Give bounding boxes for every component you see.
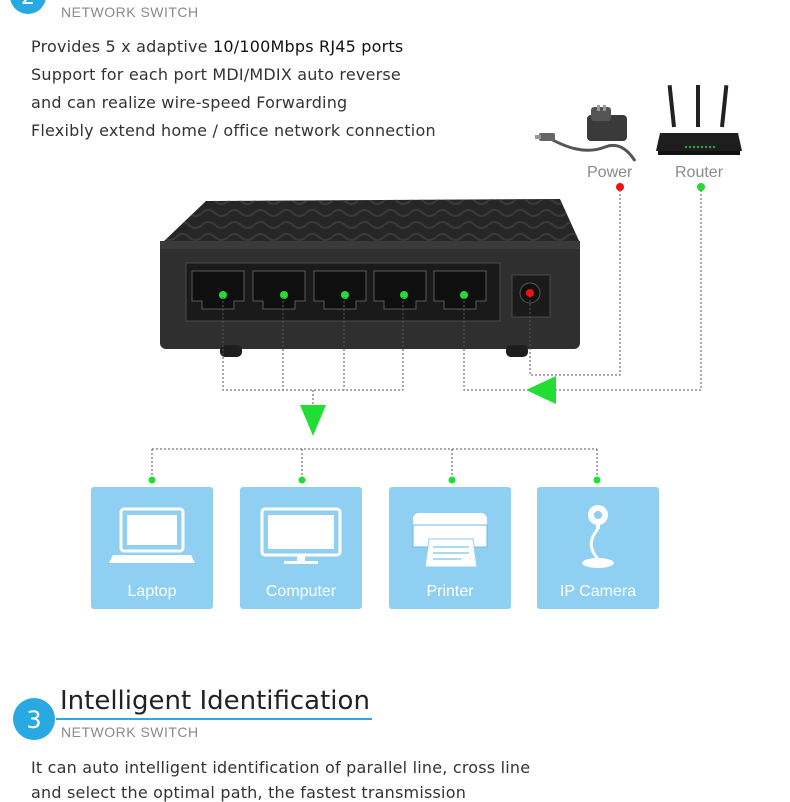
section-2-subtitle: NETWORK SWITCH xyxy=(61,4,199,20)
device-label-printer: Printer xyxy=(426,583,474,600)
power-indicator-dot xyxy=(616,183,624,191)
device-card-laptop: Laptop xyxy=(91,487,213,609)
section-3-title: Intelligent Identification xyxy=(60,686,370,716)
network-switch-device xyxy=(160,199,580,357)
device-card-computer: Computer xyxy=(240,487,362,609)
printer-icon xyxy=(412,513,488,568)
feature-line-3: and can realize wire-speed Forwarding xyxy=(31,93,348,112)
feature-line-1: Provides 5 x adaptive 10/100Mbps RJ45 po… xyxy=(31,37,404,56)
router-indicator-dot xyxy=(697,183,705,191)
power-adapter-icon xyxy=(535,105,637,162)
section-3-subtitle: NETWORK SWITCH xyxy=(61,724,199,740)
computer-icon xyxy=(260,507,342,564)
router-icon xyxy=(656,85,742,155)
section-3-line-1: It can auto intelligent identification o… xyxy=(31,758,531,777)
section-3-badge: 3 xyxy=(13,698,55,740)
device-card-ip-camera: IP Camera xyxy=(537,487,659,609)
section-2-badge: 2 xyxy=(10,0,46,14)
device-label-ip-camera: IP Camera xyxy=(559,583,637,600)
feature-line-4: Flexibly extend home / office network co… xyxy=(31,121,436,140)
ip-camera-icon xyxy=(582,505,614,568)
router-label: Router xyxy=(675,164,724,181)
laptop-icon xyxy=(109,507,195,563)
section-3-number: 3 xyxy=(26,706,42,734)
feature-line-1-bold: 10/100Mbps RJ45 ports xyxy=(212,37,404,56)
device-label-computer: Computer xyxy=(265,583,337,600)
device-card-printer: Printer xyxy=(389,487,511,609)
rj45-ports xyxy=(191,270,487,310)
device-label-laptop: Laptop xyxy=(127,583,177,600)
section-2-number: 2 xyxy=(21,0,35,10)
section-3-title-underline xyxy=(56,718,372,720)
feature-line-2: Support for each port MDI/MDIX auto reve… xyxy=(31,65,401,84)
power-label: Power xyxy=(587,164,633,181)
